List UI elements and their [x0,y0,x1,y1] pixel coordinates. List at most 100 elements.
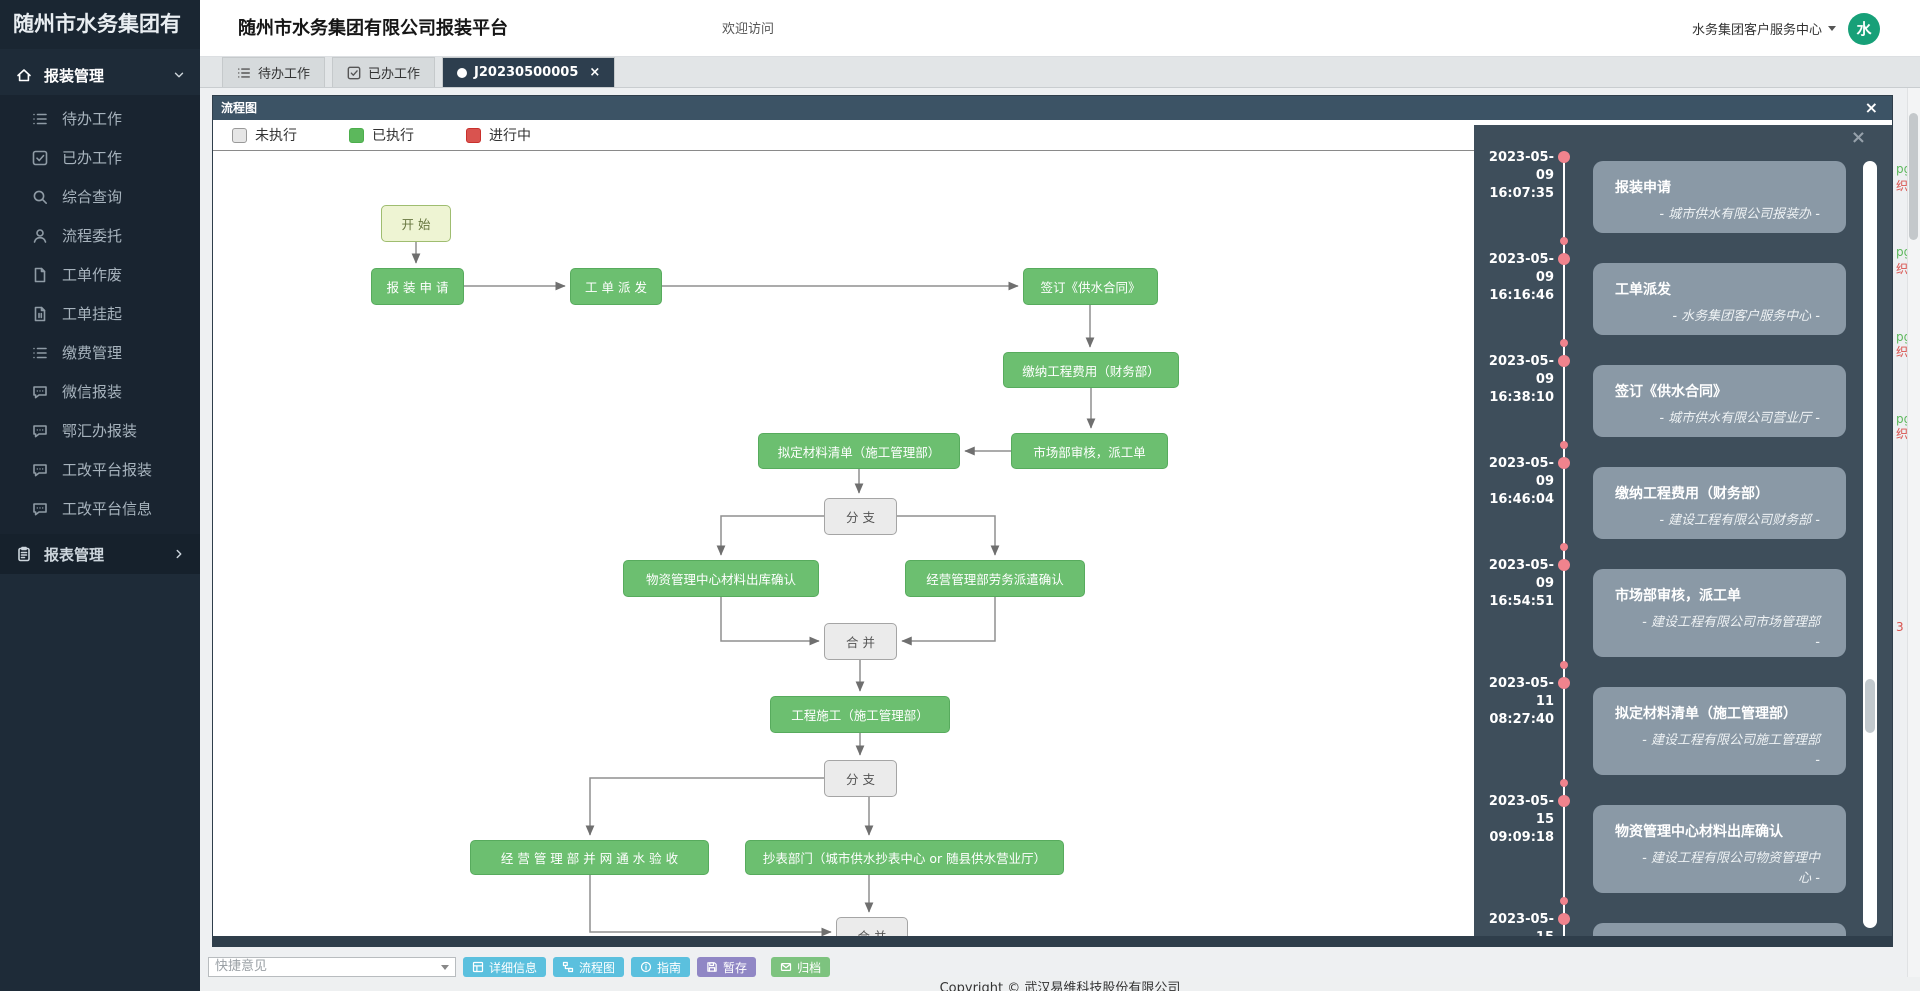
flow-node-meter[interactable]: 抄表部门（城市供水抄表中心 or 随县供水营业厅） [745,840,1064,875]
sidebar-item-report-management[interactable]: 报表管理 [0,534,200,574]
user-center-dropdown[interactable]: 水务集团客户服务中心 [1691,23,1822,38]
flow-node-materials[interactable]: 拟定材料清单（施工管理部） [758,433,960,469]
flow-node-warehouse[interactable]: 物资管理中心材料出库确认 [623,560,819,597]
timeline-date: 2023-05-09 [1488,558,1554,591]
timeline-dot [1558,795,1570,807]
flow-node-dispatch[interactable]: 工 单 派 发 [570,268,662,305]
timeline-card-dept: - 建设工程有限公司市场管理部 - [1642,615,1820,650]
modal-title: 流程图 [221,101,258,115]
timeline-card[interactable]: 物资管理中心材料出库确认- 建设工程有限公司物资管理中心 - [1593,805,1846,893]
sidebar-item-label: 鄂汇办报装 [62,422,138,440]
flow-node-construction[interactable]: 工程施工（施工管理部） [770,696,950,733]
timeline-card[interactable]: 报装申请- 城市供水有限公司报装办 - [1593,161,1846,233]
sidebar-item-baozhuang-guanli[interactable]: 报装管理 [0,55,200,95]
flow-node-contract[interactable]: 签订《供水合同》 [1023,268,1158,305]
timeline-date: 2023-05-09 [1488,150,1554,183]
sidebar-item-9[interactable]: 工改平台报装 [0,450,200,489]
toolbar-button-1[interactable]: 流程图 [553,957,625,977]
timeline-card-title: 拟定材料清单（施工管理部） [1615,706,1797,722]
flow-node-apply[interactable]: 报 装 申 请 [371,268,464,305]
sidebar-item-8[interactable]: 鄂汇办报装 [0,411,200,450]
flow-node-label: 工 单 派 发 [585,280,647,295]
flow-node-merge2[interactable]: 合 并 [836,917,908,936]
sidebar-item-6[interactable]: 缴费管理 [0,333,200,372]
timeline-card[interactable]: 经营管理部劳务派遣确认 [1593,923,1846,936]
sidebar-item-1[interactable]: 已办工作 [0,138,200,177]
sidebar-item-label: 工改平台报装 [62,461,153,479]
background-fragment: 3 [1896,620,1904,634]
timeline-time: 16:46:04 [1489,492,1554,507]
user-icon [32,228,48,244]
sidebar-submenu: 待办工作已办工作综合查询流程委托工单作废工单挂起缴费管理微信报装鄂汇办报装工改平… [0,95,200,534]
flow-node-label: 市场部审核，派工单 [1033,444,1146,460]
timeline-card[interactable]: 拟定材料清单（施工管理部）- 建设工程有限公司施工管理部 - [1593,687,1846,775]
tab-待办工作[interactable]: 待办工作 [222,57,326,87]
flow-edge-13 [585,777,824,836]
sidebar-item-label: 工单挂起 [62,305,123,323]
tab-J20230500005[interactable]: J20230500005× [442,57,616,87]
timeline-card-title: 签订《供水合同》 [1615,384,1727,400]
sidebar-item-0[interactable]: 待办工作 [0,99,200,138]
bottom-toolbar: 快捷意见 详细信息 流程图指南暂存归档 [200,957,1920,977]
sidebar-item-3[interactable]: 流程委托 [0,216,200,255]
flow-node-merge1[interactable]: 合 并 [824,623,897,660]
flow-node-start[interactable]: 开 始 [381,205,451,242]
timeline-time: 16:38:10 [1489,390,1554,405]
timeline-card[interactable]: 工单派发- 水务集团客户服务中心 - [1593,263,1846,335]
sidebar-item-label: 缴费管理 [62,344,123,362]
comment-icon [32,462,48,478]
flow-node-label: 合 并 [858,926,887,936]
page-scrollbar-thumb[interactable] [1909,113,1918,240]
timeline-card[interactable]: 市场部审核，派工单- 建设工程有限公司市场管理部 - [1593,569,1846,657]
toolbar-button-2[interactable]: 指南 [631,957,691,977]
flow-edge-8 [897,515,1000,556]
timeline-time: 16:16:46 [1489,288,1554,303]
app-logo: 随州市水务集团有 [0,0,200,49]
timeline-dot [1558,913,1570,925]
timeline-dot [1558,355,1570,367]
sidebar-item-2[interactable]: 综合查询 [0,177,200,216]
timeline-card[interactable]: 缴纳工程费用（财务部）- 建设工程有限公司财务部 - [1593,467,1846,539]
sidebar-item-4[interactable]: 工单作废 [0,255,200,294]
modal-titlebar: 流程图 × [213,96,1892,120]
toolbar-button-4[interactable]: 归档 [771,957,831,977]
quick-opinion-select[interactable]: 快捷意见 [208,957,456,977]
toolbar-button-3[interactable]: 暂存 [697,957,757,977]
toolbar-button-0[interactable]: 详细信息 [463,957,547,977]
flow-node-pay[interactable]: 缴纳工程费用（财务部） [1003,352,1179,388]
modal-close-icon[interactable]: × [1864,98,1878,117]
legend-label: 已执行 [372,128,414,144]
sidebar-item-label: 流程委托 [62,227,123,245]
timeline-card-dept: - 水务集团客户服务中心 - [1672,309,1820,324]
toolbar-button-label: 详细信息 [489,960,538,975]
timeline-scrollbar-thumb[interactable] [1865,679,1875,733]
dot-icon [457,67,468,78]
tab-close-icon[interactable]: × [589,65,601,80]
info-icon [640,961,652,973]
tab-已办工作[interactable]: 已办工作 [332,57,436,87]
flow-node-branch2[interactable]: 分 支 [824,760,897,797]
flow-node-branch1[interactable]: 分 支 [824,498,897,535]
background-fragment: 织 [1896,179,1909,193]
flow-node-labor[interactable]: 经营管理部劳务派遣确认 [905,560,1085,597]
sidebar-item-label: 工改平台信息 [62,500,153,518]
sidebar-item-5[interactable]: 工单挂起 [0,294,200,333]
flow-node-label: 缴纳工程费用（财务部） [1022,363,1160,379]
sidebar-item-10[interactable]: 工改平台信息 [0,489,200,528]
timeline-card-dept: - 城市供水有限公司报装办 - [1659,207,1820,222]
timeline-card-title: 工单派发 [1615,282,1671,298]
timeline-card-dept: - 建设工程有限公司财务部 - [1659,513,1820,528]
timeline-close-icon[interactable]: × [1850,127,1866,148]
timeline-date: 2023-05-15 [1488,794,1554,827]
toolbar-button-label: 流程图 [579,960,616,975]
timeline-card[interactable]: 签订《供水合同》- 城市供水有限公司营业厅 - [1593,365,1846,437]
sidebar-item-7[interactable]: 微信报装 [0,372,200,411]
flow-node-acceptance[interactable]: 经 营 管 理 部 并 网 通 水 验 收 [470,840,709,875]
timeline-dot-small [1560,779,1568,787]
timeline-dot [1558,677,1570,689]
avatar[interactable]: 水 [1848,12,1880,45]
flow-node-market[interactable]: 市场部审核，派工单 [1011,433,1168,469]
